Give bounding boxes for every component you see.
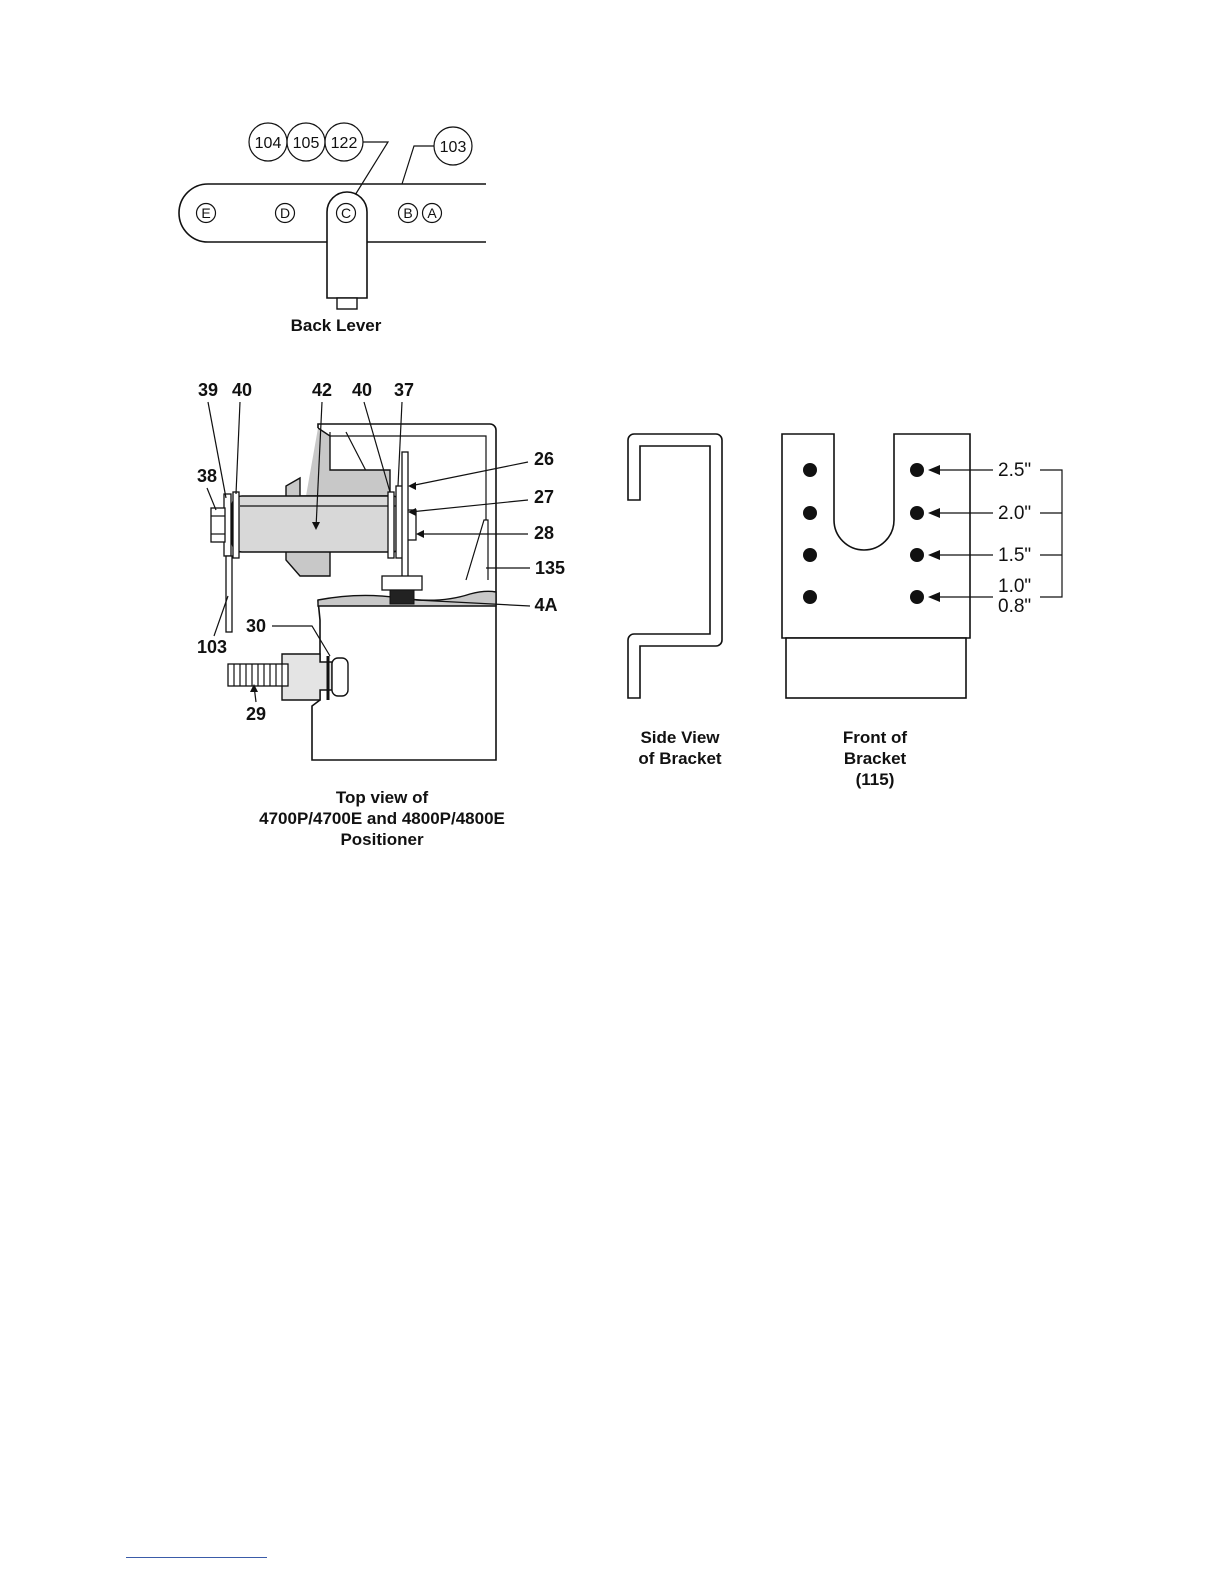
hole-right-1 — [910, 463, 924, 477]
svg-text:A: A — [427, 205, 437, 221]
hole-left-1 — [803, 463, 817, 477]
front-view-caption-line-1: Front of — [843, 728, 908, 747]
part-28: 28 — [534, 523, 554, 543]
stud-29-thread — [228, 664, 288, 686]
position-d: D — [276, 204, 295, 223]
position-b: B — [399, 204, 418, 223]
part-26: 26 — [534, 449, 554, 469]
leader-122 — [352, 142, 388, 200]
nut-38 — [211, 508, 225, 542]
front-view-caption-line-2: Bracket — [844, 749, 907, 768]
hole-right-4 — [910, 590, 924, 604]
fastener-4a-nut — [390, 590, 414, 604]
washer-40-right — [388, 492, 394, 558]
top-view-caption-line-1: Top view of — [336, 788, 429, 807]
hole-left-3 — [803, 548, 817, 562]
svg-text:D: D — [280, 205, 290, 221]
part-40-left: 40 — [232, 380, 252, 400]
leader-103 — [402, 146, 434, 184]
svg-text:B: B — [403, 205, 412, 221]
callout-104: 104 — [249, 123, 287, 161]
front-view-caption-line-3: (115) — [856, 770, 895, 789]
position-e: E — [197, 204, 216, 223]
lever-plate-103 — [226, 556, 232, 632]
callout-104-label: 104 — [255, 135, 282, 152]
bracket-135 — [466, 520, 488, 580]
side-view-caption-line-2: of Bracket — [638, 749, 721, 768]
part-29: 29 — [246, 704, 266, 724]
part-40-right: 40 — [352, 380, 372, 400]
front-bracket-base — [786, 638, 966, 698]
part-103: 103 — [197, 637, 227, 657]
part-39: 39 — [198, 380, 218, 400]
callout-122-label: 122 — [331, 135, 358, 152]
part-38: 38 — [197, 466, 217, 486]
svg-text:E: E — [201, 205, 210, 221]
callout-103: 103 — [434, 127, 472, 165]
part-37: 37 — [394, 380, 414, 400]
callout-122: 122 — [325, 123, 363, 161]
callout-103-label: 103 — [440, 139, 467, 156]
hole-left-4 — [803, 590, 817, 604]
side-view-bracket-diagram: Side View of Bracket — [628, 434, 722, 768]
footnote-rule — [126, 1557, 267, 1558]
top-view-caption-line-3: Positioner — [340, 830, 424, 849]
dimension-1-0: 1.0" — [998, 576, 1031, 597]
washer-40-left — [233, 492, 239, 558]
dimension-2-5: 2.5" — [998, 460, 1031, 481]
part-30: 30 — [246, 616, 266, 636]
callout-105: 105 — [287, 123, 325, 161]
dimension-2-0: 2.0" — [998, 503, 1031, 524]
part-4a: 4A — [534, 595, 557, 615]
side-view-caption-line-1: Side View — [640, 728, 720, 747]
front-bracket-diagram: 2.5" 2.0" 1.5" 1.0" 0.8" Front of Bracke… — [782, 434, 1062, 789]
back-lever-caption: Back Lever — [291, 316, 382, 335]
part-135: 135 — [535, 558, 565, 578]
back-lever-diagram: 104 105 122 103 E D — [179, 123, 486, 335]
dimension-1-5: 1.5" — [998, 545, 1031, 566]
top-view-diagram: 39 40 42 40 37 38 26 27 28 135 4A 30 103… — [197, 380, 565, 849]
hole-right-3 — [910, 548, 924, 562]
bolt-30-body — [282, 654, 332, 700]
lever-arm-tip — [337, 298, 357, 309]
part-42: 42 — [312, 380, 332, 400]
top-view-caption-line-2: 4700P/4700E and 4800P/4800E — [259, 809, 505, 828]
dimension-0-8: 0.8" — [998, 596, 1031, 617]
svg-text:C: C — [341, 205, 351, 221]
hole-left-2 — [803, 506, 817, 520]
part-27: 27 — [534, 487, 554, 507]
position-a: A — [423, 204, 442, 223]
hole-right-2 — [910, 506, 924, 520]
callout-105-label: 105 — [293, 135, 320, 152]
side-view-bracket-shape — [628, 434, 722, 698]
bolt-30-head — [332, 658, 348, 696]
fastener-4a — [382, 576, 422, 590]
